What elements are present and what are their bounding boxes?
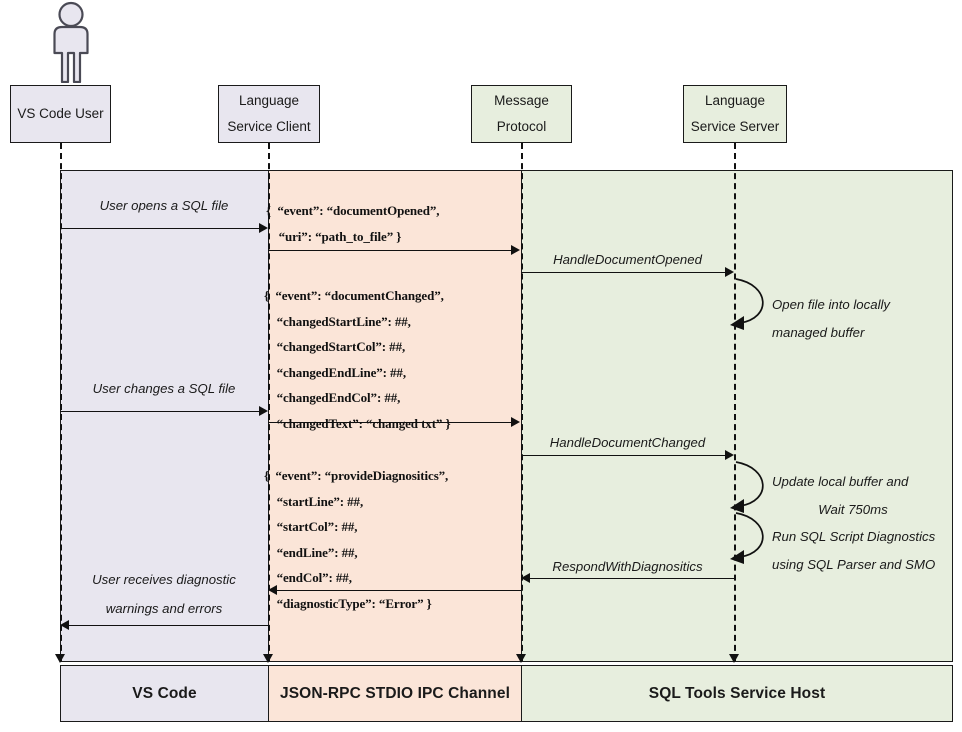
arrowhead-right [725,449,734,460]
arrowhead-down-language-service-server [728,654,739,663]
message-arrow-handle-document-opened [521,272,727,273]
message-label-handle-document-opened: HandleDocumentOpened [553,252,702,267]
message-arrow-user-opens [60,228,261,229]
legend-label: JSON-RPC STDIO IPC Channel [280,684,510,702]
legend-label: VS Code [132,684,197,702]
lane-host [521,170,953,662]
participant-language-service-server[interactable]: Language Service Server [683,85,787,143]
arrowhead-down-message-protocol [515,654,526,663]
arrowhead-right [259,405,268,416]
message-arrow-user-changes [60,411,261,412]
message-arrow-document-changed [268,422,513,423]
note-open-file-line1: Open file into locally [772,297,891,312]
lifeline-message-protocol [521,143,523,671]
message-label-handle-document-changed: HandleDocumentChanged [549,435,706,450]
message-label-respond-with-diagnostics: RespondWithDiagnositics [552,559,703,574]
note-run-diagnostics-line1: Run SQL Script Diagnostics [772,529,936,544]
participant-label-line2: Service Server [690,119,780,134]
participant-vs-code-user[interactable]: VS Code User [10,85,111,143]
arrowhead-right [511,416,520,427]
participant-label-line2: Protocol [496,119,547,134]
arrowhead-down-vs-code-user [54,654,65,663]
note-update-buffer-line1: Update local buffer and [772,474,909,489]
lane-vscode [60,170,269,662]
legend-vs-code[interactable]: VS Code [60,665,269,722]
participant-label-line1: Language [238,92,300,108]
note-run-diagnostics-line2: using SQL Parser and SMO [772,557,936,572]
arrowhead-left [60,619,69,630]
participant-label-line2: Service Client [227,119,311,134]
lifeline-vs-code-user [60,143,62,671]
message-label-user-opens: User opens a SQL file [99,198,229,213]
legend-json-rpc-channel[interactable]: JSON-RPC STDIO IPC Channel [268,665,522,722]
participant-label-line1: VS Code User [17,105,104,121]
message-label-user-changes: User changes a SQL file [92,381,236,396]
lifeline-language-service-server [734,143,736,671]
note-update-buffer-line2: Wait 750ms [818,502,888,517]
legend-label: SQL Tools Service Host [648,684,826,702]
participant-language-service-client[interactable]: Language Service Client [218,85,320,143]
arrowhead-left [521,572,530,583]
message-arrow-respond-with-diagnostics [530,578,734,579]
message-label-user-receives-line1: User receives diagnostic [92,572,236,587]
message-label-user-receives-line2: warnings and errors [105,601,223,616]
payload-document-opened: { “event”: “documentOpened”, “uri”: “pat… [266,203,440,244]
payload-provide-diagnostics: { “event”: “provideDiagnositics”, “start… [264,468,449,611]
message-arrow-document-opened [268,250,513,251]
arrowhead-left [268,584,277,595]
arrowhead-right [725,266,734,277]
message-arrow-user-receives [69,625,268,626]
arrowhead-down-language-service-client [262,654,273,663]
participant-label-line1: Language [704,92,766,108]
participant-label-line1: Message [494,92,549,108]
lifeline-language-service-client [268,143,270,671]
person-icon [40,1,102,84]
message-arrow-handle-document-changed [521,455,727,456]
payload-document-changed: { “event”: “documentChanged”, “changedSt… [264,288,451,431]
note-open-file-line2: managed buffer [772,325,865,340]
lane-ipc [268,170,522,662]
message-arrow-provide-diagnostics [277,590,521,591]
arrowhead-right [259,222,268,233]
arrowhead-right [511,244,520,255]
legend-sql-tools-service-host[interactable]: SQL Tools Service Host [521,665,953,722]
participant-message-protocol[interactable]: Message Protocol [471,85,572,143]
